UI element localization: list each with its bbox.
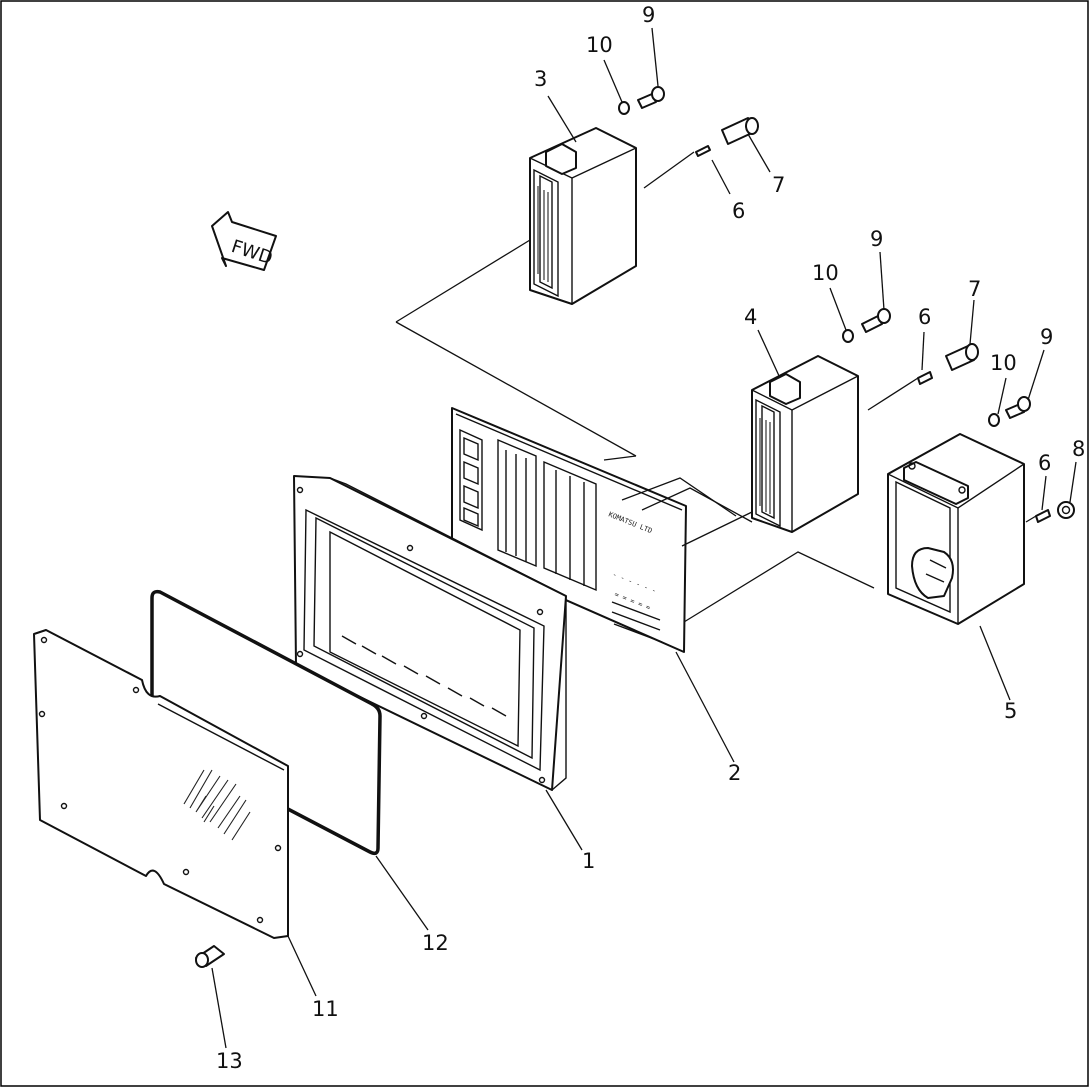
control-module-middle [751,355,859,533]
hardware-lower [195,396,1075,968]
callout-10b: 10 [812,261,839,285]
callout-3: 3 [534,67,547,91]
callout-4: 4 [744,305,757,329]
fwd-direction-marker: FWD [211,211,277,271]
connector-housing [887,433,1025,625]
callout-9a: 9 [642,3,655,27]
callout-6c: 6 [1038,451,1051,475]
callout-6a: 6 [732,199,745,223]
display-case [293,475,567,791]
callout-1: 1 [582,849,595,873]
callout-10c: 10 [990,351,1017,375]
hardware-middle [842,308,979,385]
callout-12: 12 [422,931,449,955]
control-module-upper [529,127,637,305]
callout-11: 11 [312,997,339,1021]
callout-5: 5 [1004,699,1017,723]
circuit-board: KOMATSU LTD - - - - - - = = = = = [451,407,687,653]
callout-9c: 9 [1040,325,1053,349]
callout-2: 2 [728,761,741,785]
leader-lines [211,27,1077,1049]
callout-13: 13 [216,1049,243,1073]
callouts: 3 10 9 7 6 4 10 9 6 7 10 9 6 8 5 2 1 12 … [216,3,1085,1073]
callout-9b: 9 [870,227,883,251]
callout-10a: 10 [586,33,613,57]
callout-8: 8 [1072,437,1085,461]
callout-7b: 7 [968,277,981,301]
callout-6b: 6 [918,305,931,329]
hardware-upper [618,86,759,157]
callout-7a: 7 [772,173,785,197]
